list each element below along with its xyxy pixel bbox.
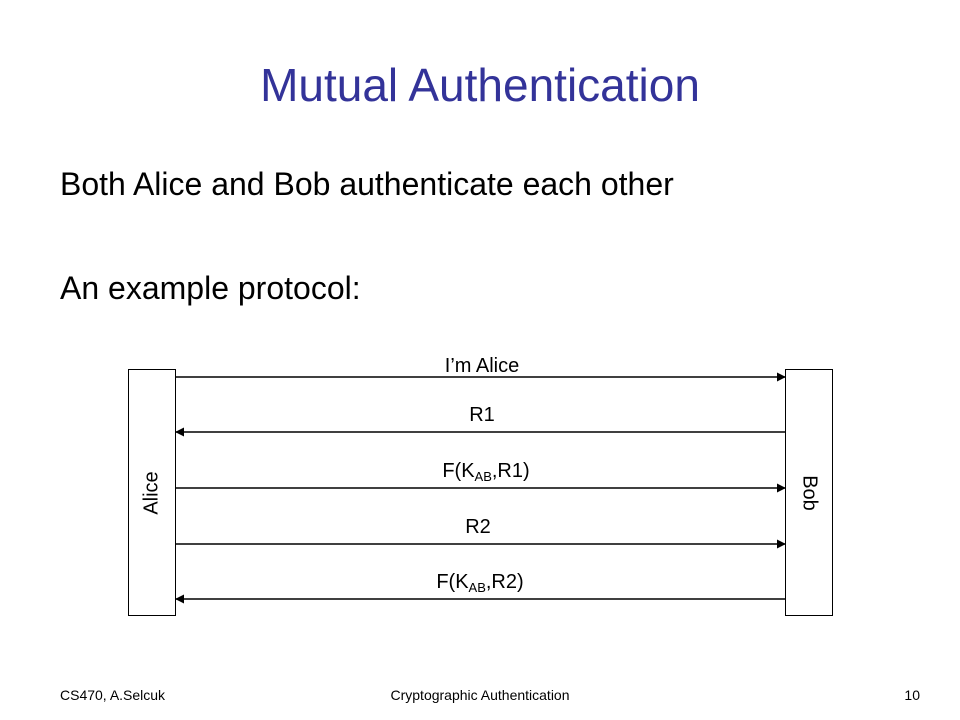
footer-topic: Cryptographic Authentication [390,687,570,703]
message-5-label: F(KAB,R2) [436,571,524,595]
alice-box: Alice [128,369,176,616]
footer-course: CS470, A.Selcuk [60,687,166,703]
message-2-label: R1 [469,404,495,426]
bullet-mutual-auth: Both Alice and Bob authenticate each oth… [60,166,674,202]
slide-title: Mutual Authentication [260,59,700,111]
bob-box: Bob [785,369,833,616]
alice-label: Alice [140,470,163,515]
message-1-label: I’m Alice [444,355,520,377]
footer-page-number: 10 [904,687,920,703]
message-3-label: F(KAB,R1) [442,460,530,484]
bob-label: Bob [798,474,821,511]
bullet-example-protocol: An example protocol: [60,270,361,306]
message-4-label: R2 [465,516,491,538]
